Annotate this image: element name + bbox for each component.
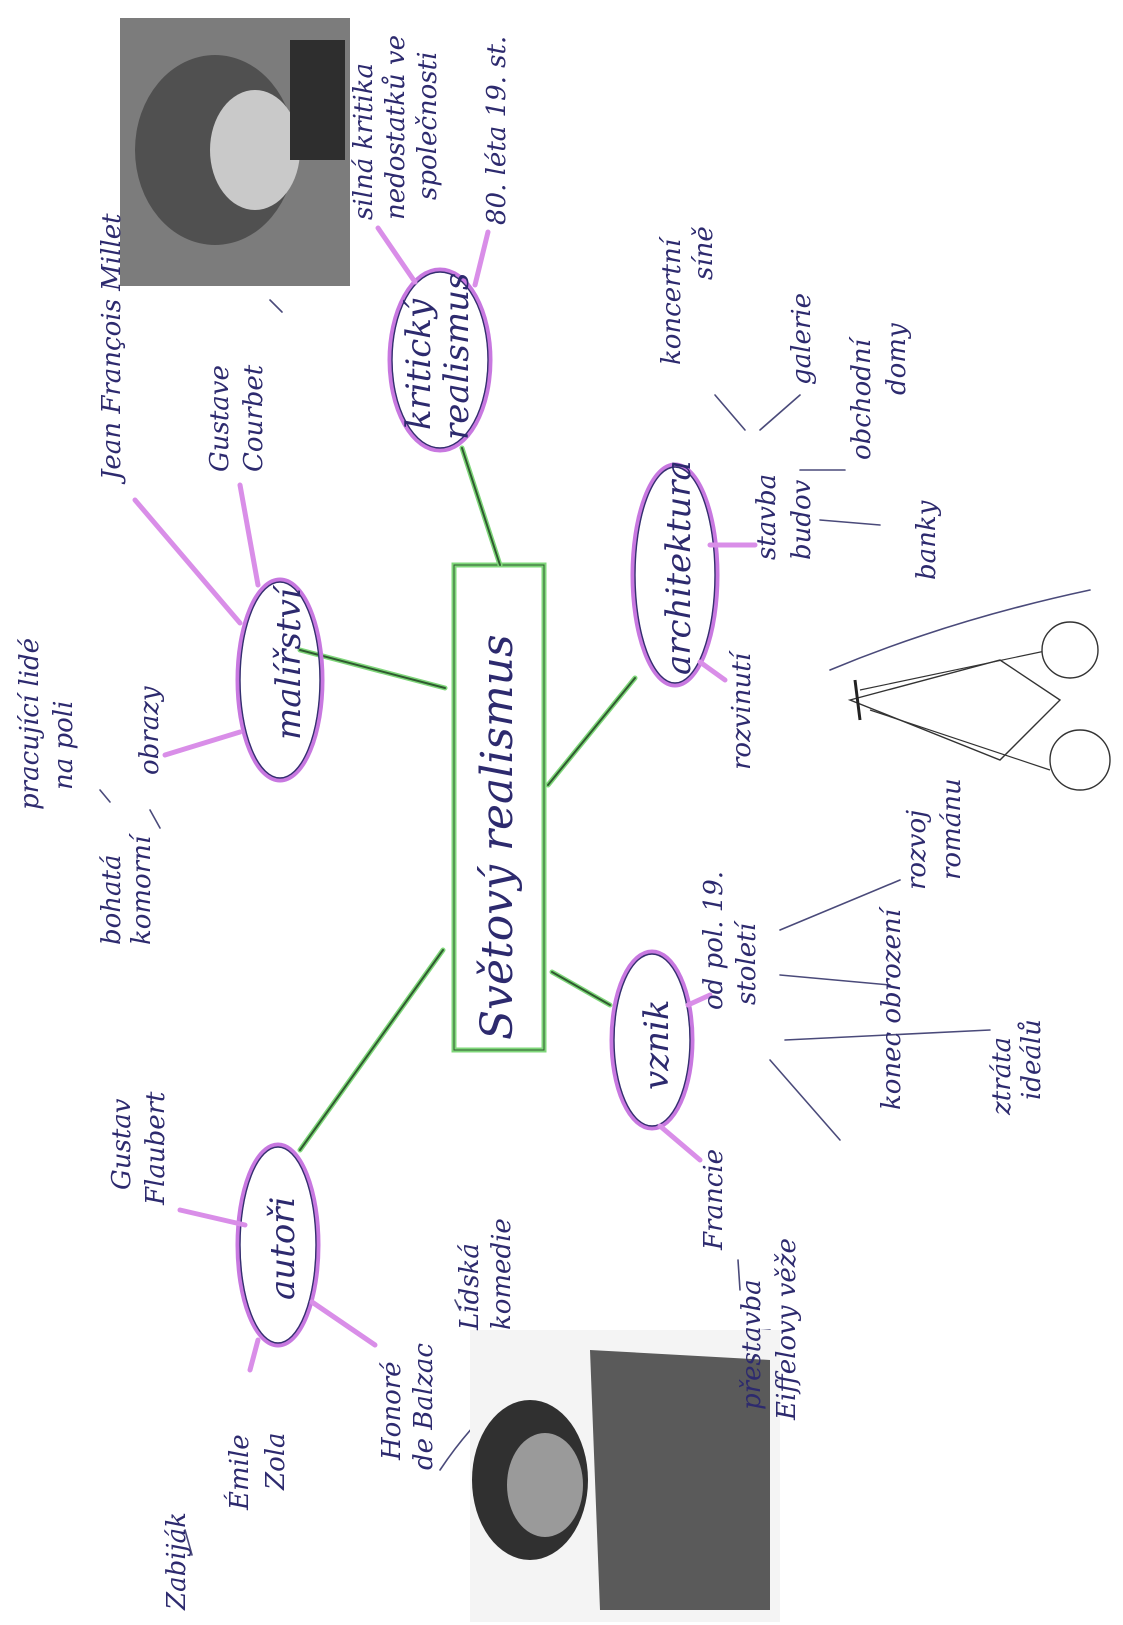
painter-millet: Jean François Millet bbox=[97, 213, 127, 485]
kriticky-item-1a: silná kritika bbox=[349, 63, 379, 220]
obrazy-item-3: bohatá bbox=[97, 855, 127, 946]
autori-label: autoři bbox=[263, 1197, 303, 1300]
vznik-rozvoj: rozvoj bbox=[902, 810, 932, 890]
arrow-to-portrait-icon bbox=[269, 299, 283, 313]
building-sine: síně bbox=[689, 226, 719, 280]
building-domy: domy bbox=[882, 323, 912, 395]
center-node: Světový realismus bbox=[451, 562, 547, 1053]
painter-courbet-1: Gustave bbox=[205, 365, 235, 472]
branch-architektura: architektura stavba budov rozvinutí konc… bbox=[630, 226, 942, 770]
painter-courbet-2: Courbet bbox=[239, 364, 269, 472]
architektura-label: architektura bbox=[659, 460, 699, 675]
millet-portrait bbox=[120, 18, 350, 286]
author-balzac-2: de Balzac bbox=[409, 1343, 439, 1470]
vznik-francie: Francie bbox=[699, 1149, 729, 1251]
kriticky-item-2: 80. léta 19. st. bbox=[482, 36, 512, 225]
kriticky-label-2: realismus bbox=[437, 273, 477, 440]
obrazy-item-1: pracující lidé bbox=[15, 638, 45, 810]
obrazy-item-2: na poli bbox=[49, 701, 79, 790]
vznik-od-pol-2: století bbox=[732, 919, 762, 1005]
vznik-eiffelovy-veze: Eiffelovy věže bbox=[772, 1238, 802, 1421]
author-balzac-note-2: komedie bbox=[487, 1218, 517, 1330]
vznik-label: vznik bbox=[637, 1000, 677, 1091]
branch-malirstvi: malířství obrazy pracující lidé na poli … bbox=[15, 213, 325, 946]
branch-kriticky-realismus: kritický realismus silná kritika nedosta… bbox=[349, 35, 512, 453]
vznik-idealu: ideálů bbox=[1017, 1019, 1047, 1100]
author-zola-2: Zola bbox=[261, 1432, 291, 1491]
architektura-stavba: stavba bbox=[752, 474, 782, 560]
center-label: Světový realismus bbox=[472, 634, 523, 1040]
obrazy-label: obrazy bbox=[135, 686, 165, 775]
author-flaubert-1: Gustav bbox=[107, 1098, 137, 1190]
balzac-portrait bbox=[439, 1329, 780, 1622]
building-koncertni: koncertní bbox=[657, 235, 687, 365]
author-flaubert-2: Flaubert bbox=[141, 1091, 171, 1206]
vznik-ztrata: ztráta bbox=[987, 1037, 1017, 1116]
author-balzac-1: Honoré bbox=[377, 1361, 407, 1461]
branch-autori: autoři Gustav Flaubert Émile Zola Zabijá… bbox=[107, 1091, 517, 1611]
kriticky-label-1: kritický bbox=[399, 298, 439, 430]
architektura-rozvinuti: rozvinutí bbox=[727, 649, 757, 770]
branch-vznik: vznik Francie od pol. 19. století konec … bbox=[609, 778, 1047, 1421]
main-connectors bbox=[297, 445, 638, 1153]
vznik-od-pol-1: od pol. 19. bbox=[699, 871, 729, 1010]
building-banky: banky bbox=[912, 500, 942, 580]
obrazy-item-4: komorní bbox=[127, 832, 157, 945]
author-zola-note: Zabiják bbox=[162, 1512, 192, 1611]
author-balzac-note-1: Lidská bbox=[455, 1243, 485, 1331]
vznik-romanu: románu bbox=[937, 778, 967, 880]
building-obchodni: obchodní bbox=[847, 335, 877, 460]
vznik-prestavba: přestavba bbox=[737, 1279, 767, 1410]
vznik-konec-obrozeni: konec obrození bbox=[877, 905, 907, 1110]
architektura-budov: budov bbox=[787, 479, 817, 560]
building-galerie: galerie bbox=[787, 293, 817, 385]
author-zola-1: Émile bbox=[223, 1434, 255, 1511]
malirstvi-label: malířství bbox=[269, 584, 309, 740]
kriticky-item-1c: společnosti bbox=[413, 52, 443, 200]
eiffel-tower-drawing bbox=[829, 589, 1111, 791]
kriticky-item-1b: nedostatků ve bbox=[381, 35, 411, 220]
